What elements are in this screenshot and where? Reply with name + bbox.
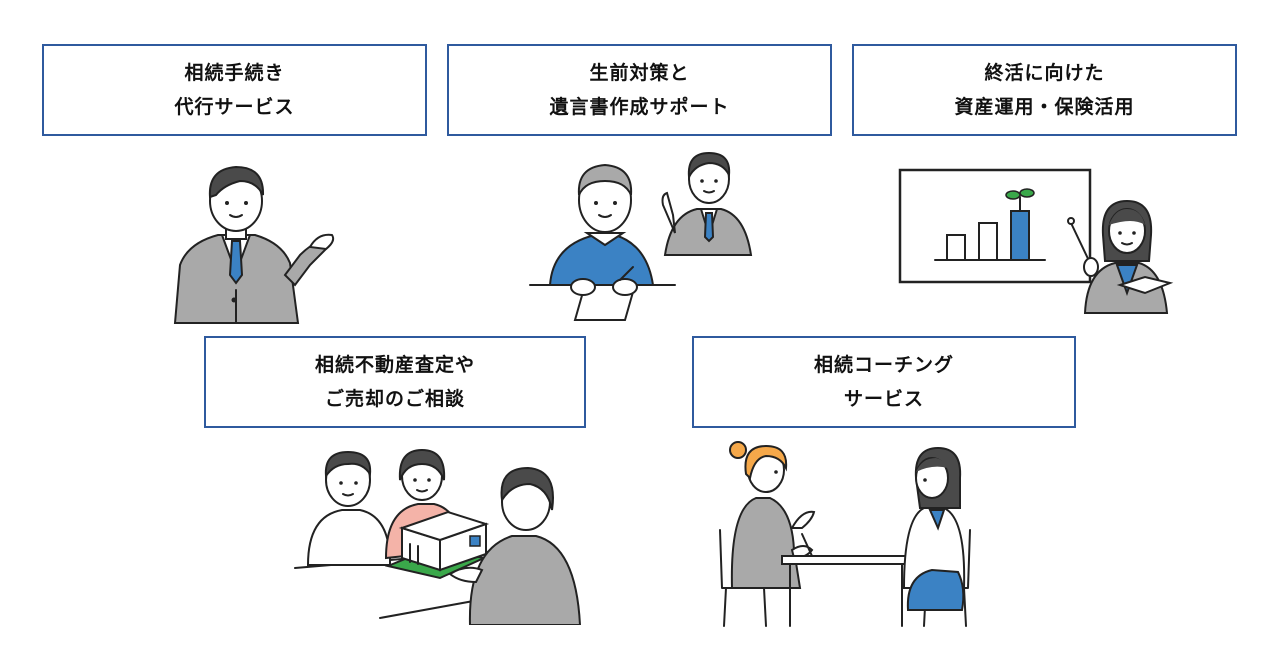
service-title-line1: 生前対策と xyxy=(589,62,690,84)
woman-presenting-growth-chart-icon xyxy=(898,168,1174,314)
service-box-asset-management: 終活に向けた 資産運用・保険活用 xyxy=(852,44,1237,136)
elderly-man-writing-with-advisor-icon xyxy=(529,151,753,321)
service-title-line2: サービス xyxy=(843,388,924,410)
service-title-line2: ご売却のご相談 xyxy=(324,388,465,410)
service-box-coaching: 相続コーチング サービス xyxy=(692,336,1076,428)
service-title-line2: 代行サービス xyxy=(174,96,295,118)
service-title-line2: 資産運用・保険活用 xyxy=(954,96,1135,118)
service-box-estate-planning: 生前対策と 遺言書作成サポート xyxy=(447,44,832,136)
service-title-line1: 終活に向けた xyxy=(984,62,1105,84)
service-box-real-estate: 相続不動産査定や ご売却のご相談 xyxy=(204,336,586,428)
service-box-inheritance-procedures: 相続手続き 代行サービス xyxy=(42,44,427,136)
coaching-session-icon xyxy=(719,441,971,627)
service-title-line1: 相続不動産査定や xyxy=(314,354,475,376)
family-real-estate-consultation-icon xyxy=(294,448,582,625)
service-title-line2: 遺言書作成サポート xyxy=(549,96,730,118)
service-title-line1: 相続手続き xyxy=(184,62,285,84)
service-title-line1: 相続コーチング xyxy=(813,354,954,376)
businessman-presenting-icon xyxy=(173,165,335,324)
